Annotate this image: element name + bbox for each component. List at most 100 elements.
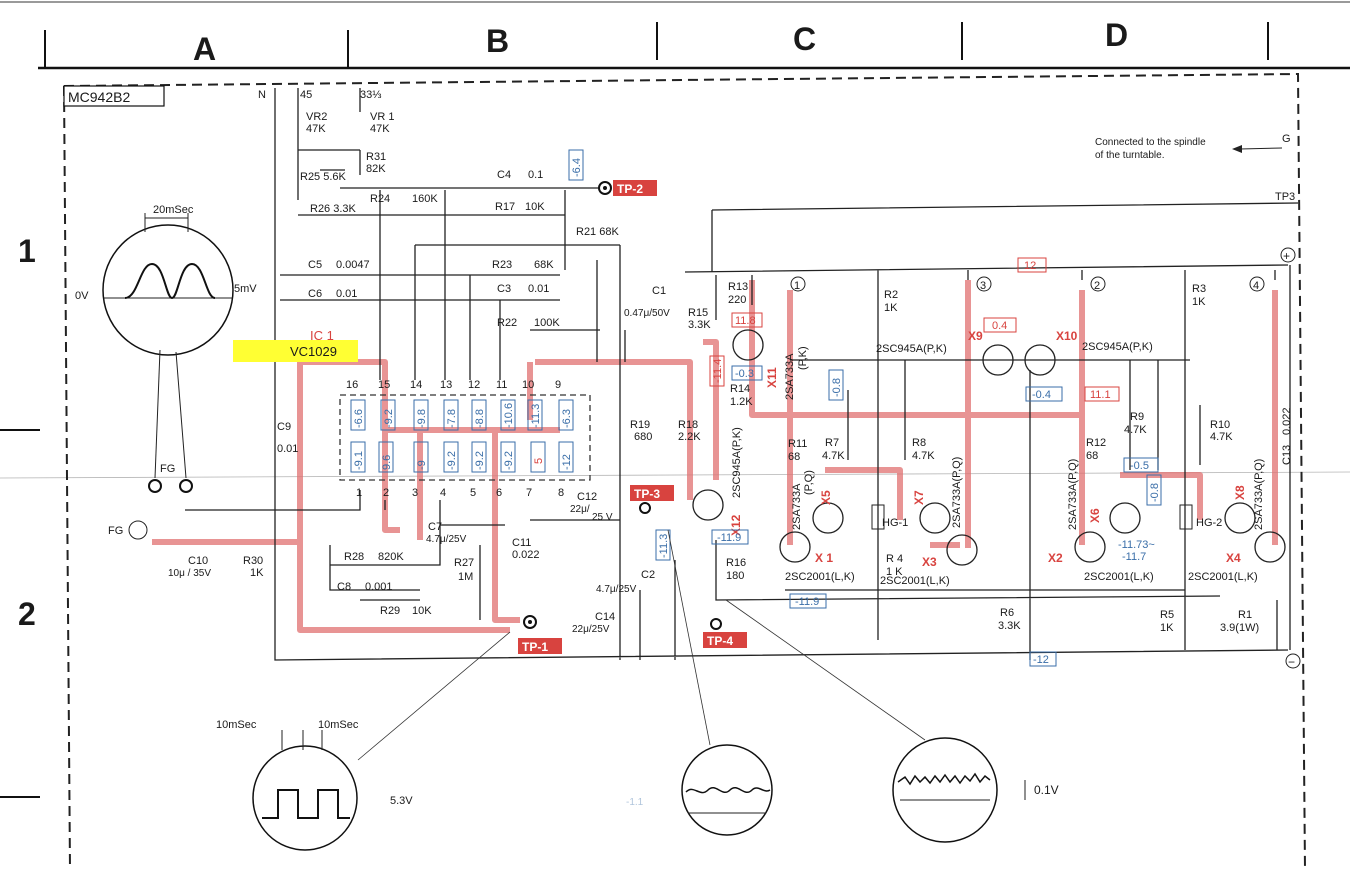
label-c12-value2: 25 V (592, 512, 613, 523)
label-c5-value: 0.0047 (336, 259, 370, 271)
label-r3: R3 (1192, 283, 1206, 295)
board-label-box (63, 85, 165, 107)
tp1-time2: 10mSec (318, 719, 359, 731)
label-c6-value: 0.01 (336, 288, 357, 300)
label-r5: R5 (1160, 609, 1174, 621)
coil-labels: 1 3 2 4 (790, 276, 1265, 292)
label-r17: R17 (495, 201, 515, 213)
label-r15-value: 3.3K (688, 319, 711, 331)
label-c14: C14 (595, 611, 615, 623)
ic-pins-bottom: 1 2 3 4 5 6 7 8 (356, 487, 564, 499)
ic-pin-5: 5 (470, 487, 476, 499)
label-c7: C7 (428, 521, 442, 533)
fg-ov: 0V (75, 290, 89, 302)
ic-pin-10: 10 (522, 379, 534, 391)
transistor-x2 (1074, 531, 1106, 563)
tp4-marker: TP-4 (703, 618, 747, 648)
ic-pin-14: 14 (410, 379, 422, 391)
transistor-x12 (692, 489, 724, 521)
label-r14: R14 (730, 383, 750, 395)
ic-pin-9: 9 (555, 379, 561, 391)
label-x7: X7 (912, 490, 926, 505)
ic-pin-16: 16 (346, 379, 358, 391)
voltage-labels: -6.4 12 11.8 -0.3 0.4 -0.8 -0.4 11.1 -0.… (568, 149, 1162, 808)
label-r22: R22 (497, 317, 517, 329)
terminal-g: G (1282, 133, 1291, 145)
label-c12-value: 22μ/ (570, 504, 590, 515)
label-r30: R30 (243, 555, 263, 567)
v-pin1: -9.1 (353, 451, 365, 470)
label-x12-part: 2SC945A(P,K) (731, 427, 743, 498)
label-x7-part: 2SA733A(P,Q) (951, 457, 963, 528)
fg-amp: 5mV (234, 283, 257, 295)
label-r23: R23 (492, 259, 512, 271)
label-r2-value: 1K (884, 302, 898, 314)
transistor-labels: X11 2SA733A (P,K) X12 2SC945A(P,K) X9 2S… (729, 329, 1265, 587)
ic-pin-2: 2 (383, 487, 389, 499)
arrow-icon (1232, 145, 1242, 153)
label-r15: R15 (688, 307, 708, 319)
transistor-symbols (692, 329, 1286, 566)
v-gnd: -12 (1033, 654, 1049, 666)
ic-pin-6: 6 (496, 487, 502, 499)
v-x1: -11.9 (795, 596, 819, 608)
label-x6: X6 (1088, 508, 1102, 523)
v-pin12: -8.8 (474, 409, 486, 428)
v-x11b: 11.8 (735, 315, 756, 327)
transistor-x10 (1024, 344, 1056, 376)
label-x8: X8 (1233, 485, 1247, 500)
label-c11: C11 (512, 537, 531, 549)
column-a: A (193, 31, 216, 67)
spindle-note-1: Connected to the spindle (1095, 137, 1206, 148)
ic-part: VC1029 (290, 344, 337, 359)
v-pin15: -9.2 (383, 409, 395, 428)
minus-terminal (1285, 653, 1301, 669)
column-b: B (486, 23, 509, 59)
label-r9: R9 (1130, 411, 1144, 423)
label-x3: X3 (922, 555, 937, 569)
fg-label: FG (160, 463, 175, 475)
label-c5: C5 (308, 259, 322, 271)
v-tp4: -1.1 (626, 797, 644, 808)
tp1-amp: 5.3V (390, 795, 413, 807)
label-r28-value: 820K (378, 551, 404, 563)
v-x12c: -11.4 (712, 359, 724, 383)
highlighted-paths (152, 280, 1278, 633)
coil-1: 1 (794, 280, 800, 292)
transistor-x8 (1224, 502, 1256, 534)
v-pin10: -11.3 (530, 404, 542, 428)
column-d: D (1105, 17, 1128, 53)
label-r1: R1 (1238, 609, 1252, 621)
label-c4-value: 0.1 (528, 169, 543, 181)
label-x5: X5 (819, 490, 833, 505)
v-pin4: -9.2 (446, 451, 458, 470)
ic-pin-3: 3 (412, 487, 418, 499)
label-r12-value: 68 (1086, 450, 1098, 462)
label-r25: R25 5.6K (300, 171, 347, 183)
label-hg1: HG-1 (882, 517, 908, 529)
label-x11-part2: (P,K) (797, 346, 809, 370)
tp2-marker: TP-2 (598, 180, 657, 196)
label-c1: C1 (652, 285, 666, 297)
label-x9-part: 2SC945A(P,K) (876, 343, 947, 355)
label-x6-part: 2SA733A(P,Q) (1067, 459, 1079, 530)
label-r19-value: 680 (634, 431, 652, 443)
label-c4: C4 (497, 169, 511, 181)
label-r23-value: 68K (534, 259, 554, 271)
v-pin6: -9.2 (503, 451, 515, 470)
label-r9-value: 4.7K (1124, 424, 1147, 436)
v-pin14: -9.8 (416, 409, 428, 428)
ic-voltages-bottom: -9.1 9.6 -9 -9.2 -9.2 -9.2 5 -12 (350, 441, 574, 473)
label-r28: R28 (344, 551, 364, 563)
tp4-label: TP-4 (707, 634, 733, 648)
label-r6: R6 (1000, 607, 1014, 619)
coil-2: 2 (1094, 280, 1100, 292)
label-r10: R10 (1210, 419, 1230, 431)
ic-pin-11: 11 (496, 379, 507, 391)
label-c13: C13 (1281, 445, 1293, 465)
board-outline (63, 72, 1306, 870)
label-c6: C6 (308, 288, 322, 300)
label-c2: C2 (641, 569, 655, 581)
ic-pin-7: 7 (526, 487, 532, 499)
v-pin13: -7.8 (446, 409, 458, 428)
